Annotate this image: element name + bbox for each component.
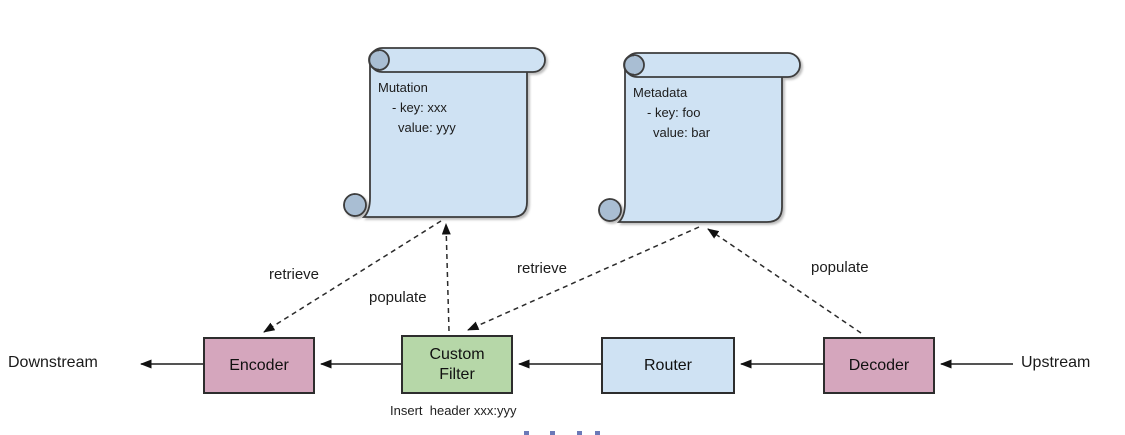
scroll-top-roll [369, 47, 546, 73]
insert-header-note: Insert header xxx:yyy [390, 403, 517, 418]
upstream-label: Upstream [1021, 354, 1091, 371]
edge-populate-decoder-to-metadata [707, 228, 862, 334]
scroll-shape-icon [343, 47, 546, 218]
scroll-top-roll [624, 52, 801, 78]
router-node: Router [601, 337, 735, 394]
retrieve-left-label: retrieve [269, 266, 320, 283]
encoder-node: Encoder [203, 337, 315, 394]
scroll-value-line: value: bar [653, 125, 711, 140]
metadata-scroll-text: Metadata - key: foo value: bar [633, 83, 710, 143]
scroll-title: Mutation [378, 80, 428, 95]
mutation-scroll: Mutation - key: xxx value: yyy [340, 44, 550, 220]
metadata-scroll: Metadata - key: foo value: bar [595, 49, 805, 225]
router-label: Router [643, 356, 693, 374]
populate-left-label: populate [369, 289, 427, 306]
scroll-shape-icon [598, 52, 801, 223]
scroll-title: Metadata [633, 85, 688, 100]
custom-filter-label: Custom Filter [429, 345, 485, 383]
custom-filter-node: Custom Filter [401, 335, 513, 394]
retrieve-right-label: retrieve [517, 260, 568, 277]
edge-retrieve-metadata-to-customfilter [467, 226, 700, 331]
encoder-label: Encoder [229, 356, 289, 374]
scroll-value-line: value: yyy [398, 120, 456, 135]
decoder-node: Decoder [823, 337, 935, 394]
scroll-key-line: - key: xxx [392, 100, 447, 115]
scroll-key-line: - key: foo [647, 105, 701, 120]
scroll-body [361, 59, 528, 218]
scroll-body [616, 64, 783, 223]
downstream-label: Downstream [8, 354, 98, 371]
mutation-scroll-text: Mutation - key: xxx value: yyy [378, 78, 456, 138]
decoder-label: Decoder [848, 356, 910, 374]
populate-right-label: populate [811, 259, 869, 276]
clipped-text-remnant [0, 430, 1125, 435]
edge-populate-customfilter-to-mutation [441, 223, 451, 332]
